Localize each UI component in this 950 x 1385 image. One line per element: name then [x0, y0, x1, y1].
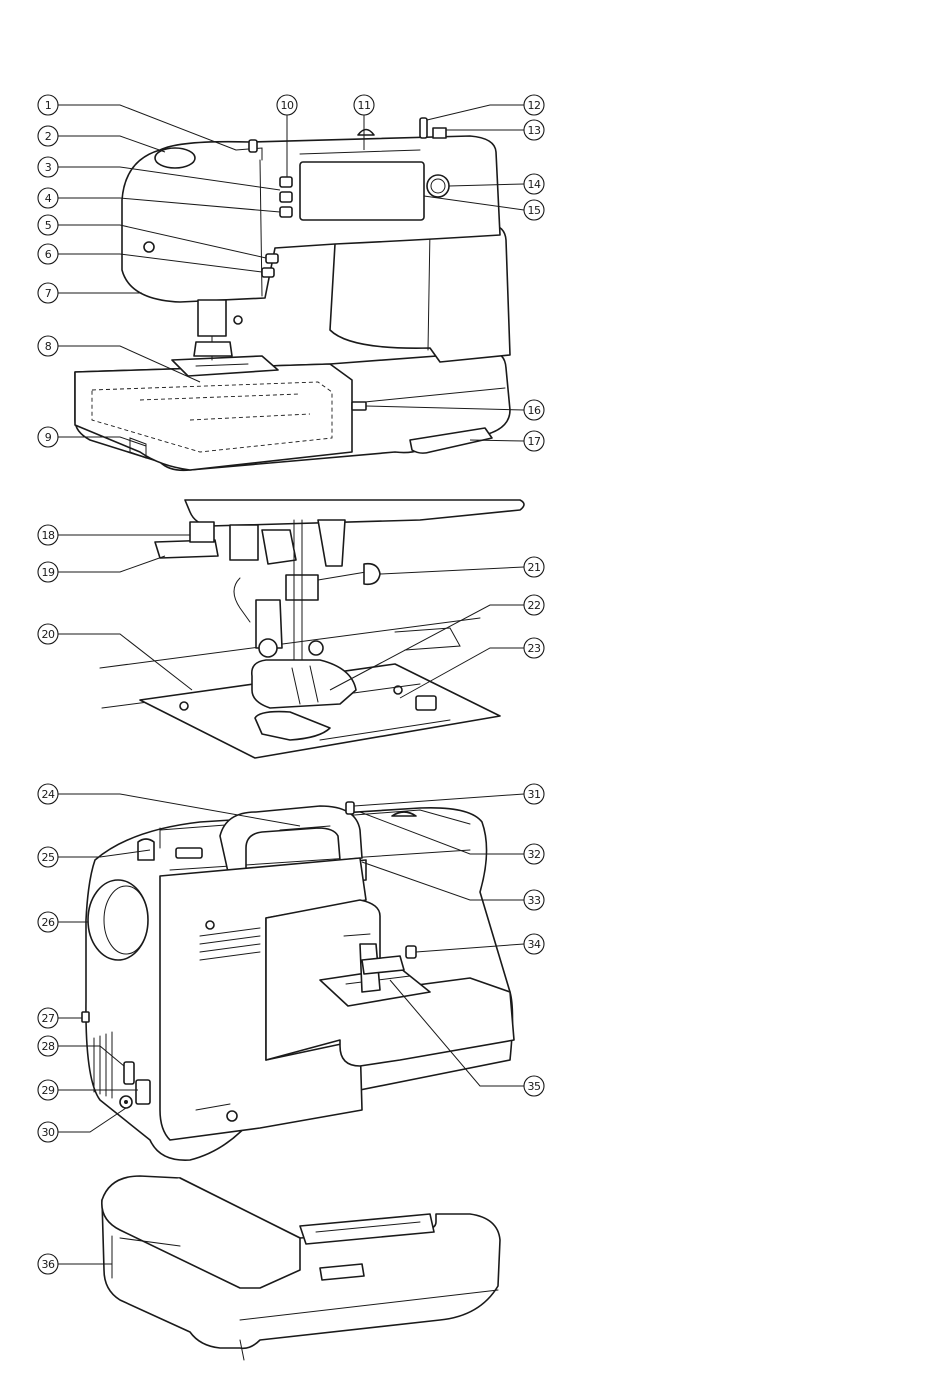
callout-20: 20: [38, 624, 192, 690]
callout-number: 6: [45, 248, 52, 261]
callout-number: 16: [528, 404, 541, 417]
callout-26: 26: [38, 912, 88, 932]
callout-number: 5: [45, 219, 52, 232]
callout-number: 9: [45, 431, 52, 444]
callout-number: 8: [45, 340, 52, 353]
callout-number: 12: [528, 99, 541, 112]
callout-leader-line: [58, 556, 165, 572]
callout-2: 2: [38, 126, 165, 152]
callout-number: 18: [42, 529, 55, 542]
callout-number: 19: [42, 566, 55, 579]
callout-number: 26: [42, 916, 55, 929]
callout-number: 2: [45, 130, 52, 143]
callout-number: 30: [42, 1126, 55, 1139]
callout-number: 36: [42, 1258, 55, 1271]
callout-30: 30: [38, 1108, 126, 1142]
callout-number: 20: [42, 628, 55, 641]
front-view-machine-illustration: [75, 118, 510, 470]
callout-19: 19: [38, 556, 165, 582]
callout-leader-line: [427, 105, 524, 120]
callout-number: 22: [528, 599, 541, 612]
callout-number: 3: [45, 161, 52, 174]
callout-number: 15: [528, 204, 541, 217]
needle-area-closeup-illustration: [100, 500, 524, 758]
callout-number: 28: [42, 1040, 55, 1053]
callout-number: 23: [528, 642, 541, 655]
callout-number: 17: [528, 435, 541, 448]
callout-number: 27: [42, 1012, 55, 1025]
embroidery-unit-illustration: [102, 1176, 500, 1360]
callout-number: 32: [528, 848, 541, 861]
callout-leader-line: [380, 567, 524, 574]
callout-number: 29: [42, 1084, 55, 1097]
callout-leader-line: [58, 634, 192, 690]
callout-number: 14: [528, 178, 541, 191]
callout-31: 31: [354, 784, 544, 806]
callout-number: 1: [45, 99, 52, 112]
callout-number: 35: [528, 1080, 541, 1093]
callout-number: 25: [42, 851, 55, 864]
callout-number: 33: [528, 894, 541, 907]
callout-7: 7: [38, 283, 142, 303]
callout-12: 12: [427, 95, 544, 120]
callout-number: 31: [528, 788, 541, 801]
callout-leader-line: [354, 794, 524, 806]
callout-number: 24: [42, 788, 55, 801]
callout-21: 21: [380, 557, 544, 577]
callout-number: 34: [528, 938, 541, 951]
callout-number: 4: [45, 192, 52, 205]
callout-number: 11: [358, 99, 371, 112]
callout-leader-line: [58, 136, 165, 152]
callout-number: 13: [528, 124, 541, 137]
callout-number: 7: [45, 287, 52, 300]
rear-view-machine-illustration: [82, 802, 514, 1160]
callout-36: 36: [38, 1254, 112, 1274]
callout-27: 27: [38, 1008, 82, 1028]
callout-number: 21: [528, 561, 541, 574]
callout-number: 10: [281, 99, 294, 112]
